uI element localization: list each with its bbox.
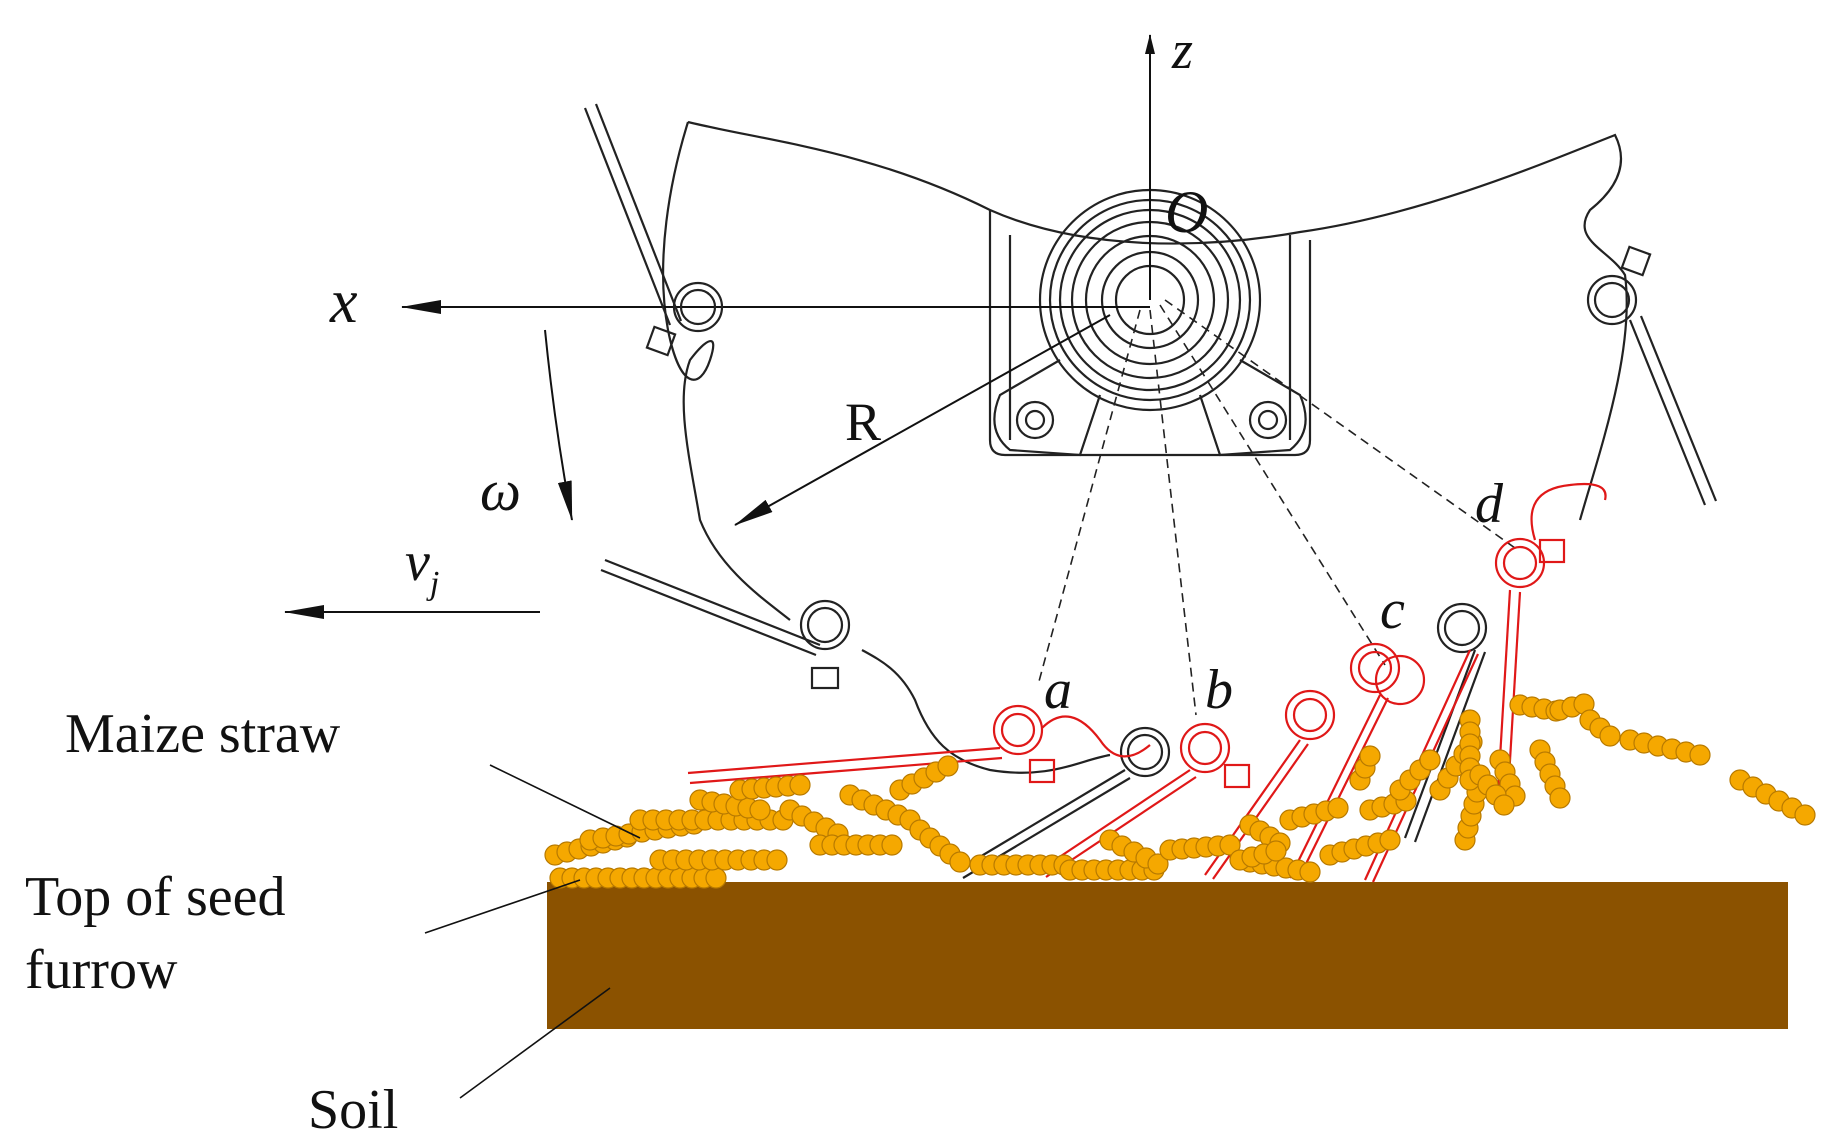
- straw-particle: [1689, 744, 1711, 766]
- straw-particle: [1379, 829, 1401, 851]
- straw-particle: [1549, 787, 1571, 809]
- disc-outline-bottom: [861, 649, 1111, 774]
- straw-particle: [1299, 861, 1321, 883]
- position-b-label: b: [1205, 659, 1233, 721]
- straw-particle-icon: [544, 693, 1816, 889]
- leader-top-seed: [424, 879, 581, 934]
- straw-particle: [1219, 834, 1241, 856]
- leader-maize-straw: [489, 764, 641, 839]
- origin-label: O: [1165, 179, 1208, 245]
- x-axis-label: x: [329, 268, 358, 336]
- straw-particle: [789, 774, 811, 796]
- straw-particle: [1419, 749, 1441, 771]
- straw-particle: [1794, 804, 1816, 826]
- top-of-seed-label-line1: Top of seed: [25, 866, 285, 928]
- straw-particle: [949, 851, 971, 873]
- hub-plate: [988, 210, 1312, 457]
- top-of-seed-label-line2: furrow: [25, 939, 178, 1001]
- straw-particle: [937, 755, 959, 777]
- radius-line: [734, 314, 1111, 526]
- straw-particle: [1493, 794, 1515, 816]
- straw-particle: [749, 799, 771, 821]
- leader-soil: [459, 987, 611, 1099]
- velocity-label: vj: [405, 531, 439, 602]
- straw-particle: [705, 867, 727, 889]
- straw-particle: [1359, 745, 1381, 767]
- disc-outline-left: [661, 121, 791, 621]
- soil-label: Soil: [308, 1079, 398, 1141]
- straw-particle: [1265, 840, 1287, 862]
- z-axis-label: z: [1171, 20, 1193, 80]
- position-a-label: a: [1044, 659, 1072, 721]
- position-c-label: c: [1380, 579, 1405, 641]
- radius-label: R: [845, 392, 881, 452]
- straw-particle: [1599, 725, 1621, 747]
- straw-particle: [1327, 797, 1349, 819]
- soil-block: [547, 882, 1788, 1029]
- rotation-arrow: [544, 329, 573, 521]
- position-d-label: d: [1475, 473, 1504, 535]
- maize-straw-label: Maize straw: [65, 703, 341, 765]
- straw-particle: [881, 834, 903, 856]
- disc-outline: [687, 120, 1628, 521]
- straw-particle: [1147, 853, 1169, 875]
- straw-particle: [766, 849, 788, 871]
- omega-label: ω: [480, 458, 521, 523]
